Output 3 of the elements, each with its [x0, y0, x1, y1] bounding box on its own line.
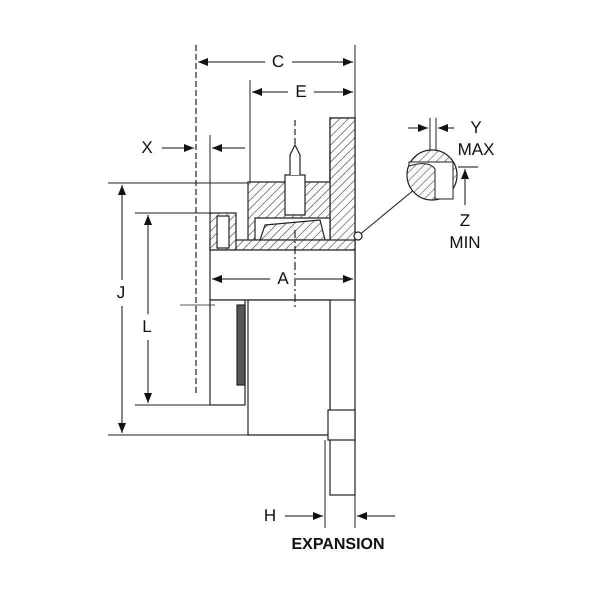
leader-line: [360, 190, 414, 234]
point-marker: [353, 231, 363, 241]
detail-circle: [406, 149, 458, 201]
